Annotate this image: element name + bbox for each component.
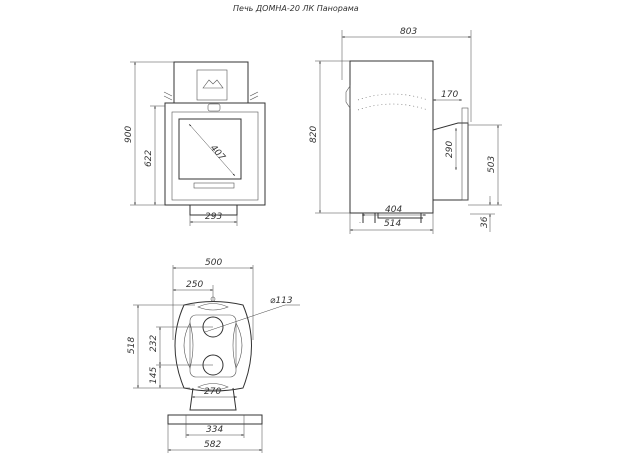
dim-chimney-diameter: ⌀113	[270, 296, 293, 306]
dim-leg-height: 36	[480, 216, 490, 228]
drawing-title: Печь ДОМНА-20 ЛК Панорама	[233, 4, 359, 13]
dim-legs-span: 404	[385, 205, 402, 215]
dim-height: 820	[309, 126, 319, 143]
dim-door-height: 290	[445, 141, 455, 158]
dim-body-depth: 514	[384, 219, 401, 229]
dim-base-outer: 582	[204, 440, 221, 450]
side-view: 803 820 170 290 503 36 404 514	[309, 27, 502, 234]
dim-tunnel-width: 270	[204, 387, 221, 397]
dim-depth-total: 803	[400, 27, 417, 37]
dim-tunnel-height: 503	[487, 156, 497, 173]
dim-base-width: 293	[205, 212, 222, 222]
dim-hole-offset: 145	[149, 367, 159, 384]
dim-hole-spacing: 232	[149, 335, 159, 352]
top-view: 500 250 ⌀113 518 232 145 270 334 582	[127, 258, 300, 453]
front-view: 407 900 622 293	[124, 61, 266, 226]
dim-base-inner: 334	[206, 425, 223, 435]
dim-width: 500	[205, 258, 222, 268]
dim-height-body: 622	[144, 150, 154, 167]
dim-half-width: 250	[186, 280, 203, 290]
dim-height-total: 900	[124, 126, 134, 143]
dim-tunnel-length: 170	[441, 90, 458, 100]
dim-glass-diagonal: 407	[208, 143, 227, 163]
dim-depth: 518	[127, 337, 137, 354]
